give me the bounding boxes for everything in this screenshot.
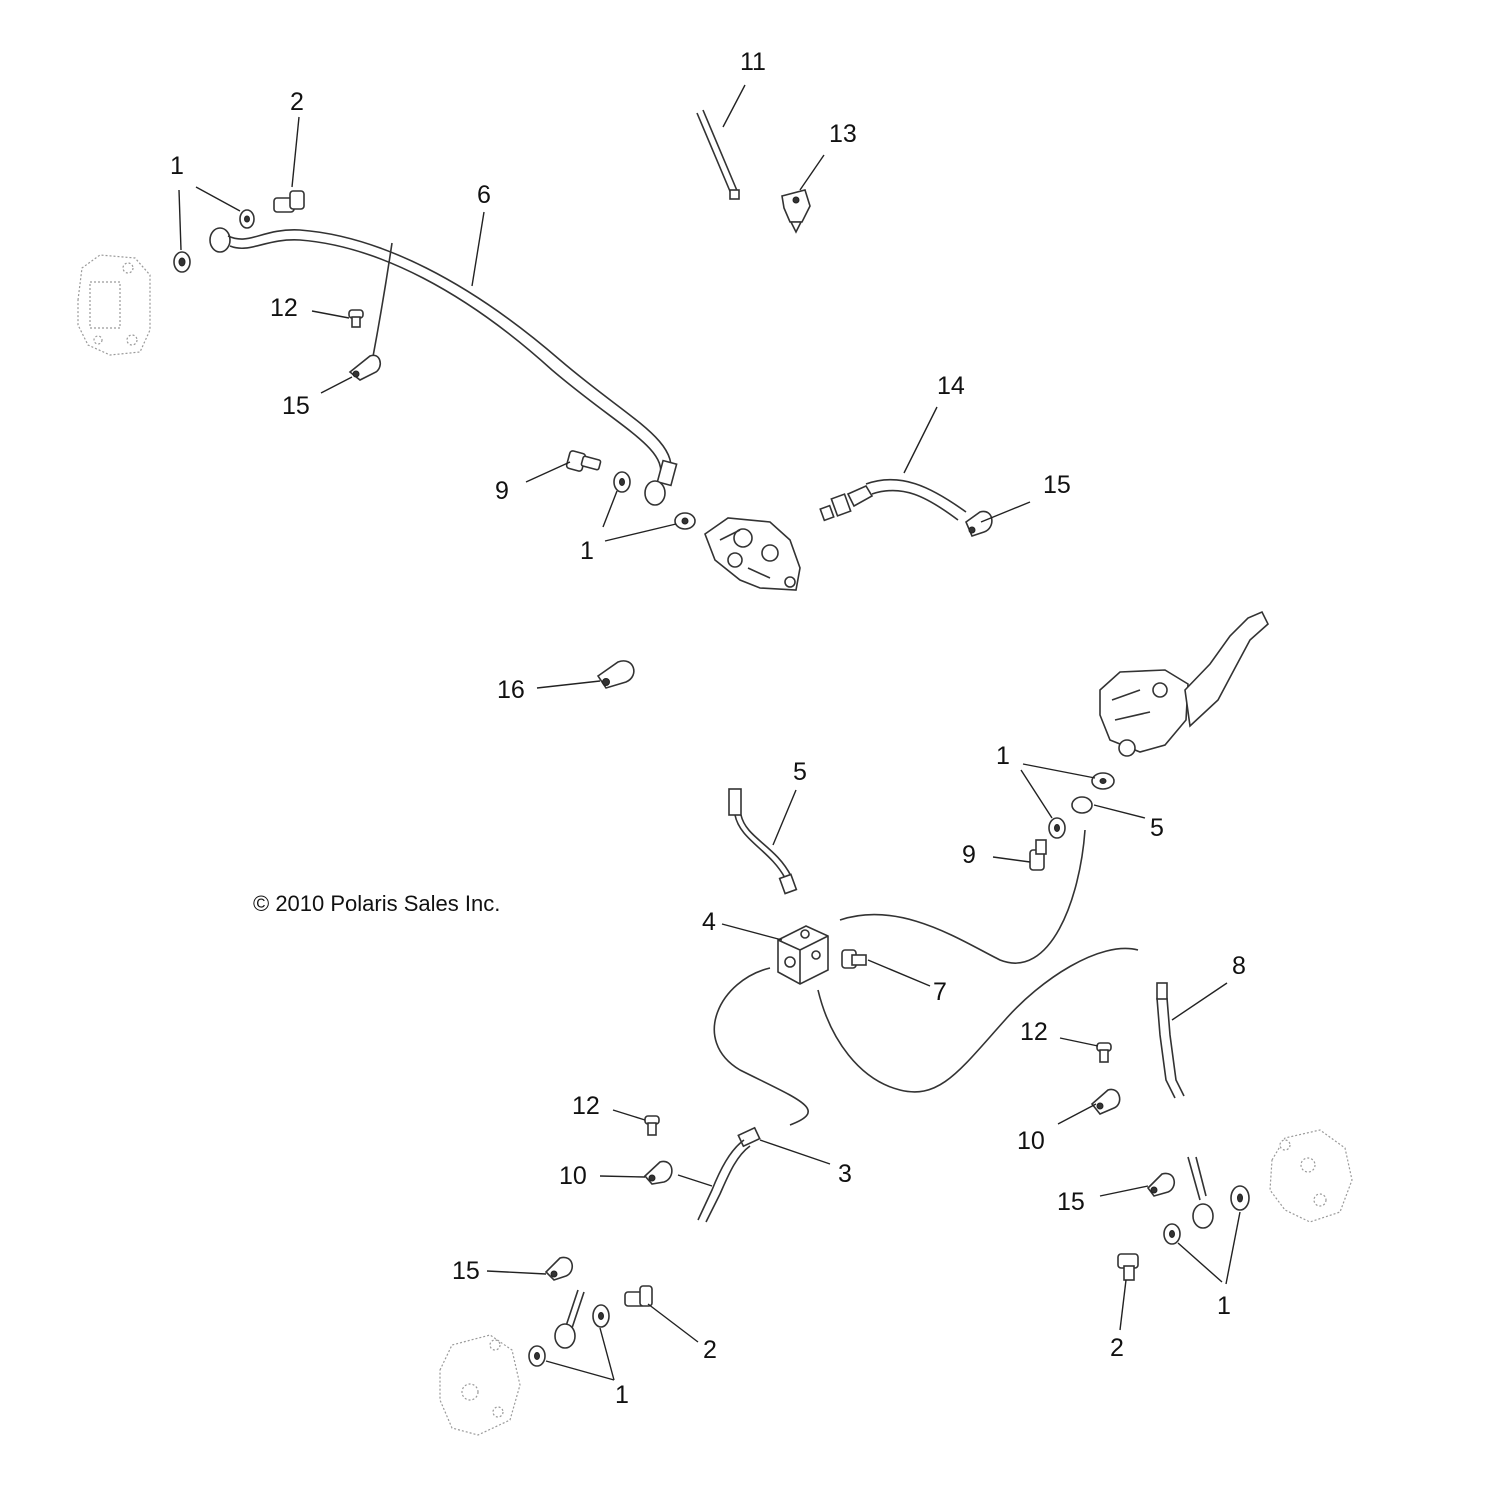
p-clamp-icon <box>544 1256 573 1281</box>
callout-12: 12 <box>572 1092 600 1120</box>
callout-7: 7 <box>933 978 947 1006</box>
callout-2: 2 <box>1110 1334 1124 1362</box>
cable-tie-icon <box>696 109 740 200</box>
master-cylinder-icon <box>704 517 801 591</box>
brake-caliper-icon <box>1269 1129 1353 1223</box>
callout-9: 9 <box>495 477 509 505</box>
callout-1: 1 <box>615 1381 629 1409</box>
p-clamp-icon <box>596 660 635 689</box>
brake-hose-6 <box>209 227 678 506</box>
p-clamp-icon <box>643 1160 673 1185</box>
banjo-bolt-icon <box>1029 839 1047 871</box>
junction-block-icon <box>777 925 829 985</box>
callout-8: 8 <box>1232 952 1246 980</box>
banjo-bolt-icon <box>841 949 867 969</box>
brake-line-14 <box>819 478 967 522</box>
banjo-bolt-icon <box>1117 1253 1139 1281</box>
callout-9: 9 <box>962 841 976 869</box>
callout-12: 12 <box>270 294 298 322</box>
hand-brake-lever-icon <box>1099 610 1269 757</box>
callout-1: 1 <box>580 537 594 565</box>
callout-10: 10 <box>1017 1127 1045 1155</box>
banjo-bolt-icon <box>273 190 305 213</box>
callout-1: 1 <box>996 742 1010 770</box>
p-clamp-icon <box>1090 1088 1121 1115</box>
callout-15: 15 <box>1043 471 1071 499</box>
callout-2: 2 <box>703 1336 717 1364</box>
callout-2: 2 <box>290 88 304 116</box>
callout-14: 14 <box>937 372 965 400</box>
callout-4: 4 <box>702 908 716 936</box>
callout-5: 5 <box>1150 814 1164 842</box>
brake-hose-5 <box>728 788 798 895</box>
brake-line-loop-left <box>713 967 809 1126</box>
callout-10: 10 <box>559 1162 587 1190</box>
callout-15: 15 <box>1057 1188 1085 1216</box>
brake-hose-5-lower <box>839 829 1086 964</box>
callout-11: 11 <box>740 48 766 76</box>
brake-caliper-icon <box>77 254 151 356</box>
callout-1: 1 <box>1217 1292 1231 1320</box>
callout-15: 15 <box>452 1257 480 1285</box>
banjo-bolt-icon <box>565 450 602 472</box>
copyright-notice: © 2010 Polaris Sales Inc. <box>253 891 500 916</box>
callout-labels: 1 2 6 11 13 12 15 9 1 14 15 16 1 5 5 9 4… <box>170 48 1246 1409</box>
callout-6: 6 <box>477 181 491 209</box>
p-clamp-icon <box>348 354 382 381</box>
callout-13: 13 <box>829 120 857 148</box>
p-clamp-icon <box>1146 1172 1175 1197</box>
brake-line-loop <box>817 947 1139 1093</box>
rivet-icon <box>644 1115 660 1136</box>
callout-15: 15 <box>282 392 310 420</box>
crush-washer-icon <box>1071 796 1093 814</box>
brake-line-3 <box>697 1126 761 1223</box>
brake-caliper-icon <box>439 1334 521 1436</box>
brake-hose-end <box>554 1289 585 1349</box>
brake-hose-8 <box>1156 982 1214 1229</box>
bleeder-fitting-icon <box>781 189 811 234</box>
callout-1: 1 <box>170 152 184 180</box>
rivet-icon <box>1096 1042 1112 1063</box>
leader-lines <box>178 84 1241 1381</box>
callout-12: 12 <box>1020 1018 1048 1046</box>
p-clamp-icon <box>965 510 993 537</box>
rivet-icon <box>348 309 364 328</box>
callout-3: 3 <box>838 1160 852 1188</box>
banjo-bolt-icon <box>624 1285 653 1307</box>
callout-5: 5 <box>793 758 807 786</box>
callout-16: 16 <box>497 676 525 704</box>
